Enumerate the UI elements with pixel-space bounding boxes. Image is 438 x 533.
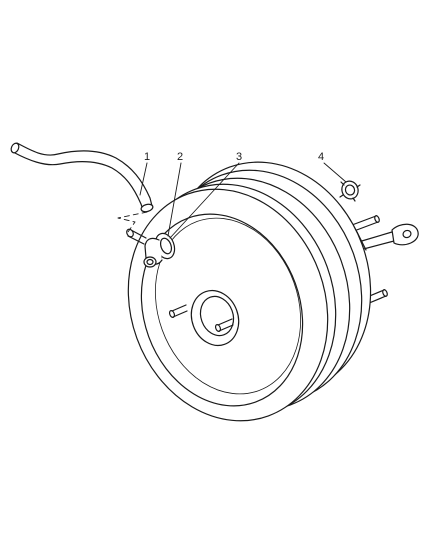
seal-grommet: [339, 180, 361, 202]
leader-line-2: [167, 162, 182, 237]
mounting-stud: [351, 215, 380, 232]
callout-labels: 1 2 3 4: [144, 151, 324, 163]
leader-lines: [139, 162, 347, 239]
vacuum-hose: [10, 142, 154, 233]
callout-4: 4: [318, 151, 324, 163]
check-valve-assembly: [126, 228, 176, 268]
pushrod: [354, 223, 419, 252]
front-studs: [168, 304, 234, 333]
leader-line-1: [139, 162, 148, 196]
leader-line-4: [323, 162, 347, 183]
front-stud: [214, 318, 234, 333]
front-stud: [168, 304, 188, 319]
callout-1: 1: [144, 151, 150, 163]
master-cylinder-hub: [190, 289, 240, 347]
callout-2: 2: [177, 151, 183, 163]
leader-line-3: [169, 162, 240, 239]
callout-3: 3: [236, 151, 242, 163]
